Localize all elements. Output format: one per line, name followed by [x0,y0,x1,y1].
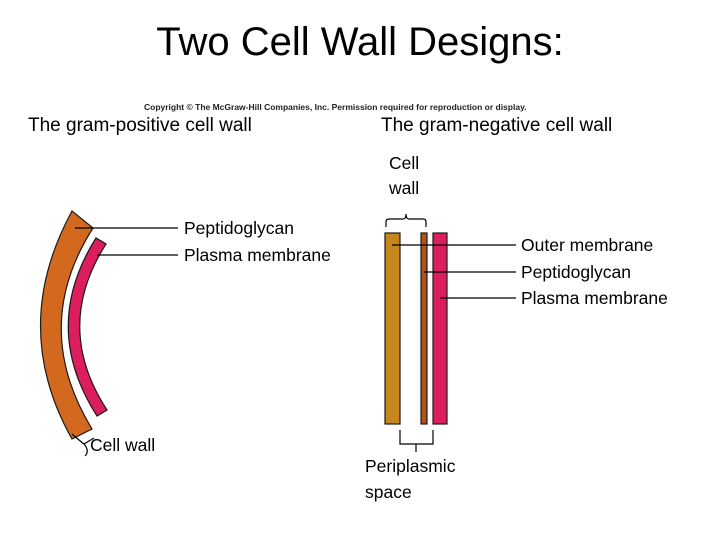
gn-periplasmic-label-line1: Periplasmic [365,456,456,476]
gn-outer-membrane [384,232,401,425]
gn-periplasmic-label-line2: space [365,482,412,502]
gn-cell-wall-label-line2: wall [389,178,420,198]
gn-peptidoglycan-layer [420,232,428,425]
gram-negative-title: The gram-negative cell wall [381,115,613,136]
gn-plasma-membrane-label: Plasma membrane [521,288,668,308]
gp-peptidoglycan-label: Peptidoglycan [184,218,294,238]
gn-plasma-membrane [432,232,448,425]
slide-title: Two Cell Wall Designs: [156,20,564,64]
gram-positive-plasma-membrane [67,237,108,417]
gn-peptidoglycan-label: Peptidoglycan [521,262,631,282]
gp-cell-wall-bracket [71,433,95,457]
gram-positive-title: The gram-positive cell wall [28,115,252,136]
gp-plasma-membrane-label: Plasma membrane [184,245,331,265]
gn-periplasmic-bracket [399,430,434,452]
gram-positive-peptidoglycan-layer [39,210,94,440]
copyright-notice: Copyright © The McGraw-Hill Companies, I… [144,102,527,112]
gn-cell-wall-label-line1: Cell [389,153,420,173]
gp-cell-wall-label: Cell wall [90,435,156,455]
gn-cell-wall-bracket [385,213,427,227]
gn-outer-membrane-label: Outer membrane [521,235,654,255]
